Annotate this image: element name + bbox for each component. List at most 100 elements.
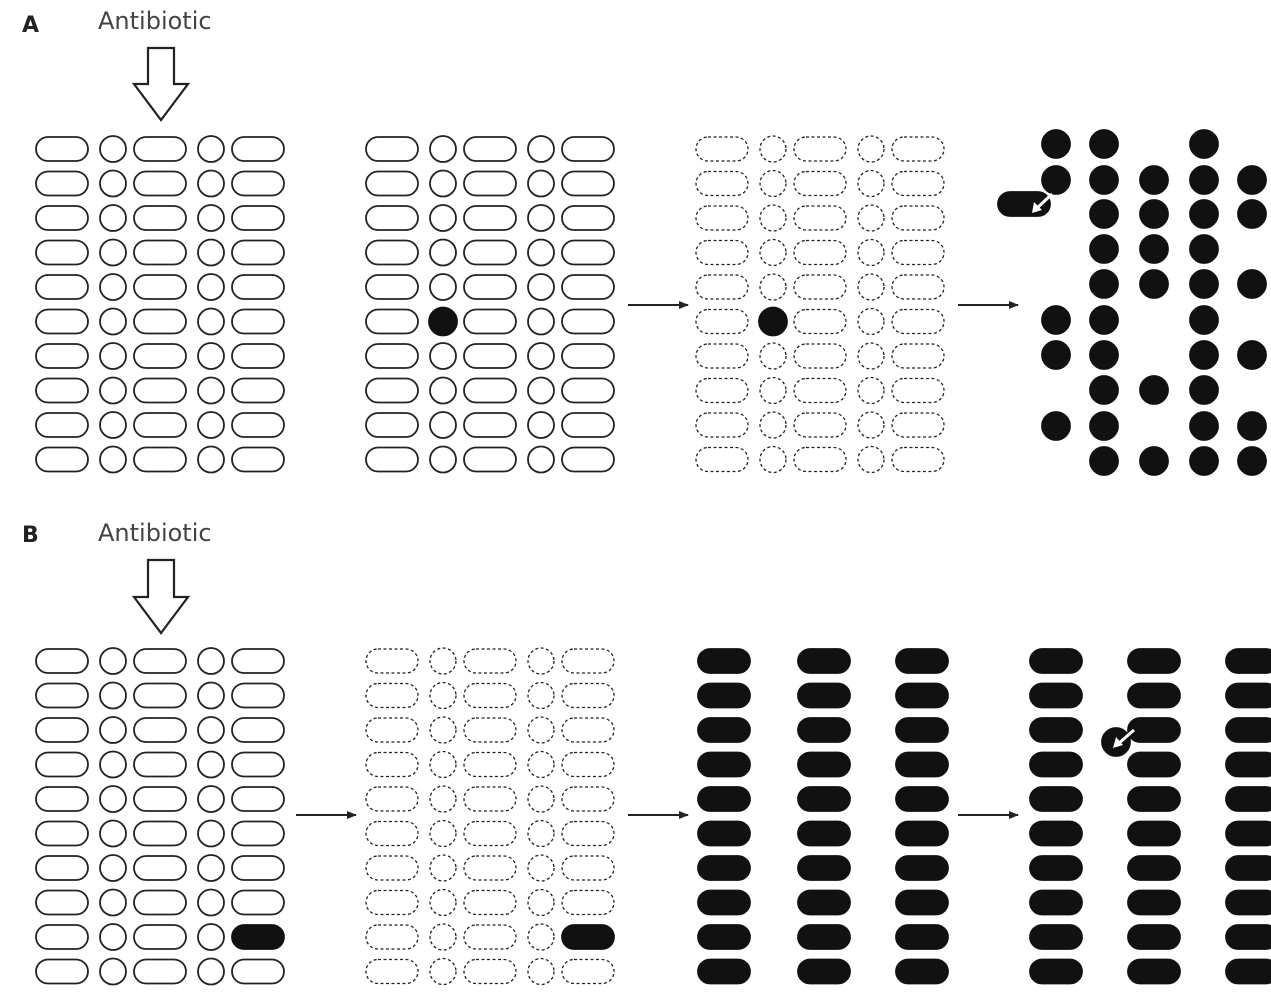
resistant-coccus <box>429 308 457 336</box>
resistant-rod <box>1128 856 1180 880</box>
coccus-bacterium <box>198 959 224 985</box>
coccus-bacterium <box>528 136 554 162</box>
rod-bacterium <box>366 379 418 403</box>
resistant-coccus <box>1042 166 1070 194</box>
resistant-rod <box>1226 960 1271 984</box>
dead-rod <box>464 718 516 742</box>
resistant-rod <box>798 856 850 880</box>
resistant-rod <box>1128 891 1180 915</box>
coccus-bacterium <box>430 240 456 266</box>
coccus-bacterium <box>198 890 224 916</box>
panel-a-step-2-population <box>366 136 614 473</box>
dead-rod <box>892 275 944 299</box>
coccus-bacterium <box>100 890 126 916</box>
resistant-coccus <box>1090 447 1118 475</box>
dead-coccus <box>858 343 884 369</box>
coccus-bacterium <box>198 717 224 743</box>
dead-rod <box>794 206 846 230</box>
resistant-coccus <box>1042 130 1070 158</box>
dead-rod <box>464 891 516 915</box>
coccus-bacterium <box>430 171 456 197</box>
dead-coccus <box>858 309 884 335</box>
rod-bacterium <box>36 172 88 196</box>
coccus-bacterium <box>100 171 126 197</box>
rod-bacterium <box>134 787 186 811</box>
resistant-coccus <box>1190 376 1218 404</box>
rod-bacterium <box>562 413 614 437</box>
coccus-bacterium <box>528 378 554 404</box>
rod-bacterium <box>232 960 284 984</box>
coccus-bacterium <box>198 171 224 197</box>
resistant-coccus <box>1140 235 1168 263</box>
resistant-coccus <box>1190 447 1218 475</box>
dead-coccus <box>528 786 554 812</box>
dead-rod <box>562 787 614 811</box>
resistant-coccus <box>1190 412 1218 440</box>
resistant-coccus <box>1238 341 1266 369</box>
resistant-coccus <box>1238 166 1266 194</box>
rod-bacterium <box>366 137 418 161</box>
dead-rod <box>562 684 614 708</box>
resistant-rod <box>1128 753 1180 777</box>
resistant-coccus <box>1090 412 1118 440</box>
coccus-bacterium <box>100 136 126 162</box>
rod-bacterium <box>232 448 284 472</box>
resistant-rod <box>896 684 948 708</box>
dead-rod <box>696 344 748 368</box>
dead-rod <box>794 137 846 161</box>
coccus-bacterium <box>100 274 126 300</box>
rod-bacterium <box>232 822 284 846</box>
resistant-coccus <box>1238 270 1266 298</box>
rod-bacterium <box>232 137 284 161</box>
resistant-coccus <box>1190 166 1218 194</box>
resistant-rod <box>1128 684 1180 708</box>
coccus-bacterium <box>528 171 554 197</box>
rod-bacterium <box>134 753 186 777</box>
coccus-bacterium <box>100 343 126 369</box>
resistant-coccus <box>1090 130 1118 158</box>
resistant-coccus <box>1190 200 1218 228</box>
rod-bacterium <box>366 206 418 230</box>
resistant-rod <box>798 753 850 777</box>
resistant-rod <box>1128 718 1180 742</box>
coccus-bacterium <box>100 821 126 847</box>
dead-coccus <box>430 717 456 743</box>
resistant-rod <box>1128 925 1180 949</box>
coccus-bacterium <box>430 412 456 438</box>
rod-bacterium <box>36 891 88 915</box>
resistant-rod <box>1128 787 1180 811</box>
dead-rod <box>366 822 418 846</box>
dead-coccus <box>430 786 456 812</box>
dead-coccus <box>528 752 554 778</box>
dead-rod <box>696 241 748 265</box>
dead-coccus <box>528 821 554 847</box>
rod-bacterium <box>134 718 186 742</box>
dead-coccus <box>430 648 456 674</box>
rod-bacterium <box>232 753 284 777</box>
rod-bacterium <box>36 787 88 811</box>
dead-coccus <box>528 890 554 916</box>
dead-rod <box>562 718 614 742</box>
coccus-bacterium <box>100 309 126 335</box>
resistant-coccus <box>1238 412 1266 440</box>
rod-bacterium <box>36 310 88 334</box>
dead-coccus <box>858 378 884 404</box>
resistant-coccus <box>1140 270 1168 298</box>
coccus-bacterium <box>430 378 456 404</box>
dead-rod <box>366 960 418 984</box>
resistant-coccus <box>1090 270 1118 298</box>
rod-bacterium <box>134 413 186 437</box>
dead-coccus <box>430 924 456 950</box>
resistant-rod <box>896 822 948 846</box>
dead-rod <box>464 822 516 846</box>
rod-bacterium <box>36 241 88 265</box>
panel-b-antibiotic-label: Antibiotic <box>98 519 212 547</box>
resistant-rod <box>798 960 850 984</box>
rod-bacterium <box>134 448 186 472</box>
dead-rod <box>794 448 846 472</box>
resistant-rod <box>1030 822 1082 846</box>
dead-rod <box>892 206 944 230</box>
resistant-rod <box>698 891 750 915</box>
dead-rod <box>794 172 846 196</box>
resistant-rod <box>698 684 750 708</box>
